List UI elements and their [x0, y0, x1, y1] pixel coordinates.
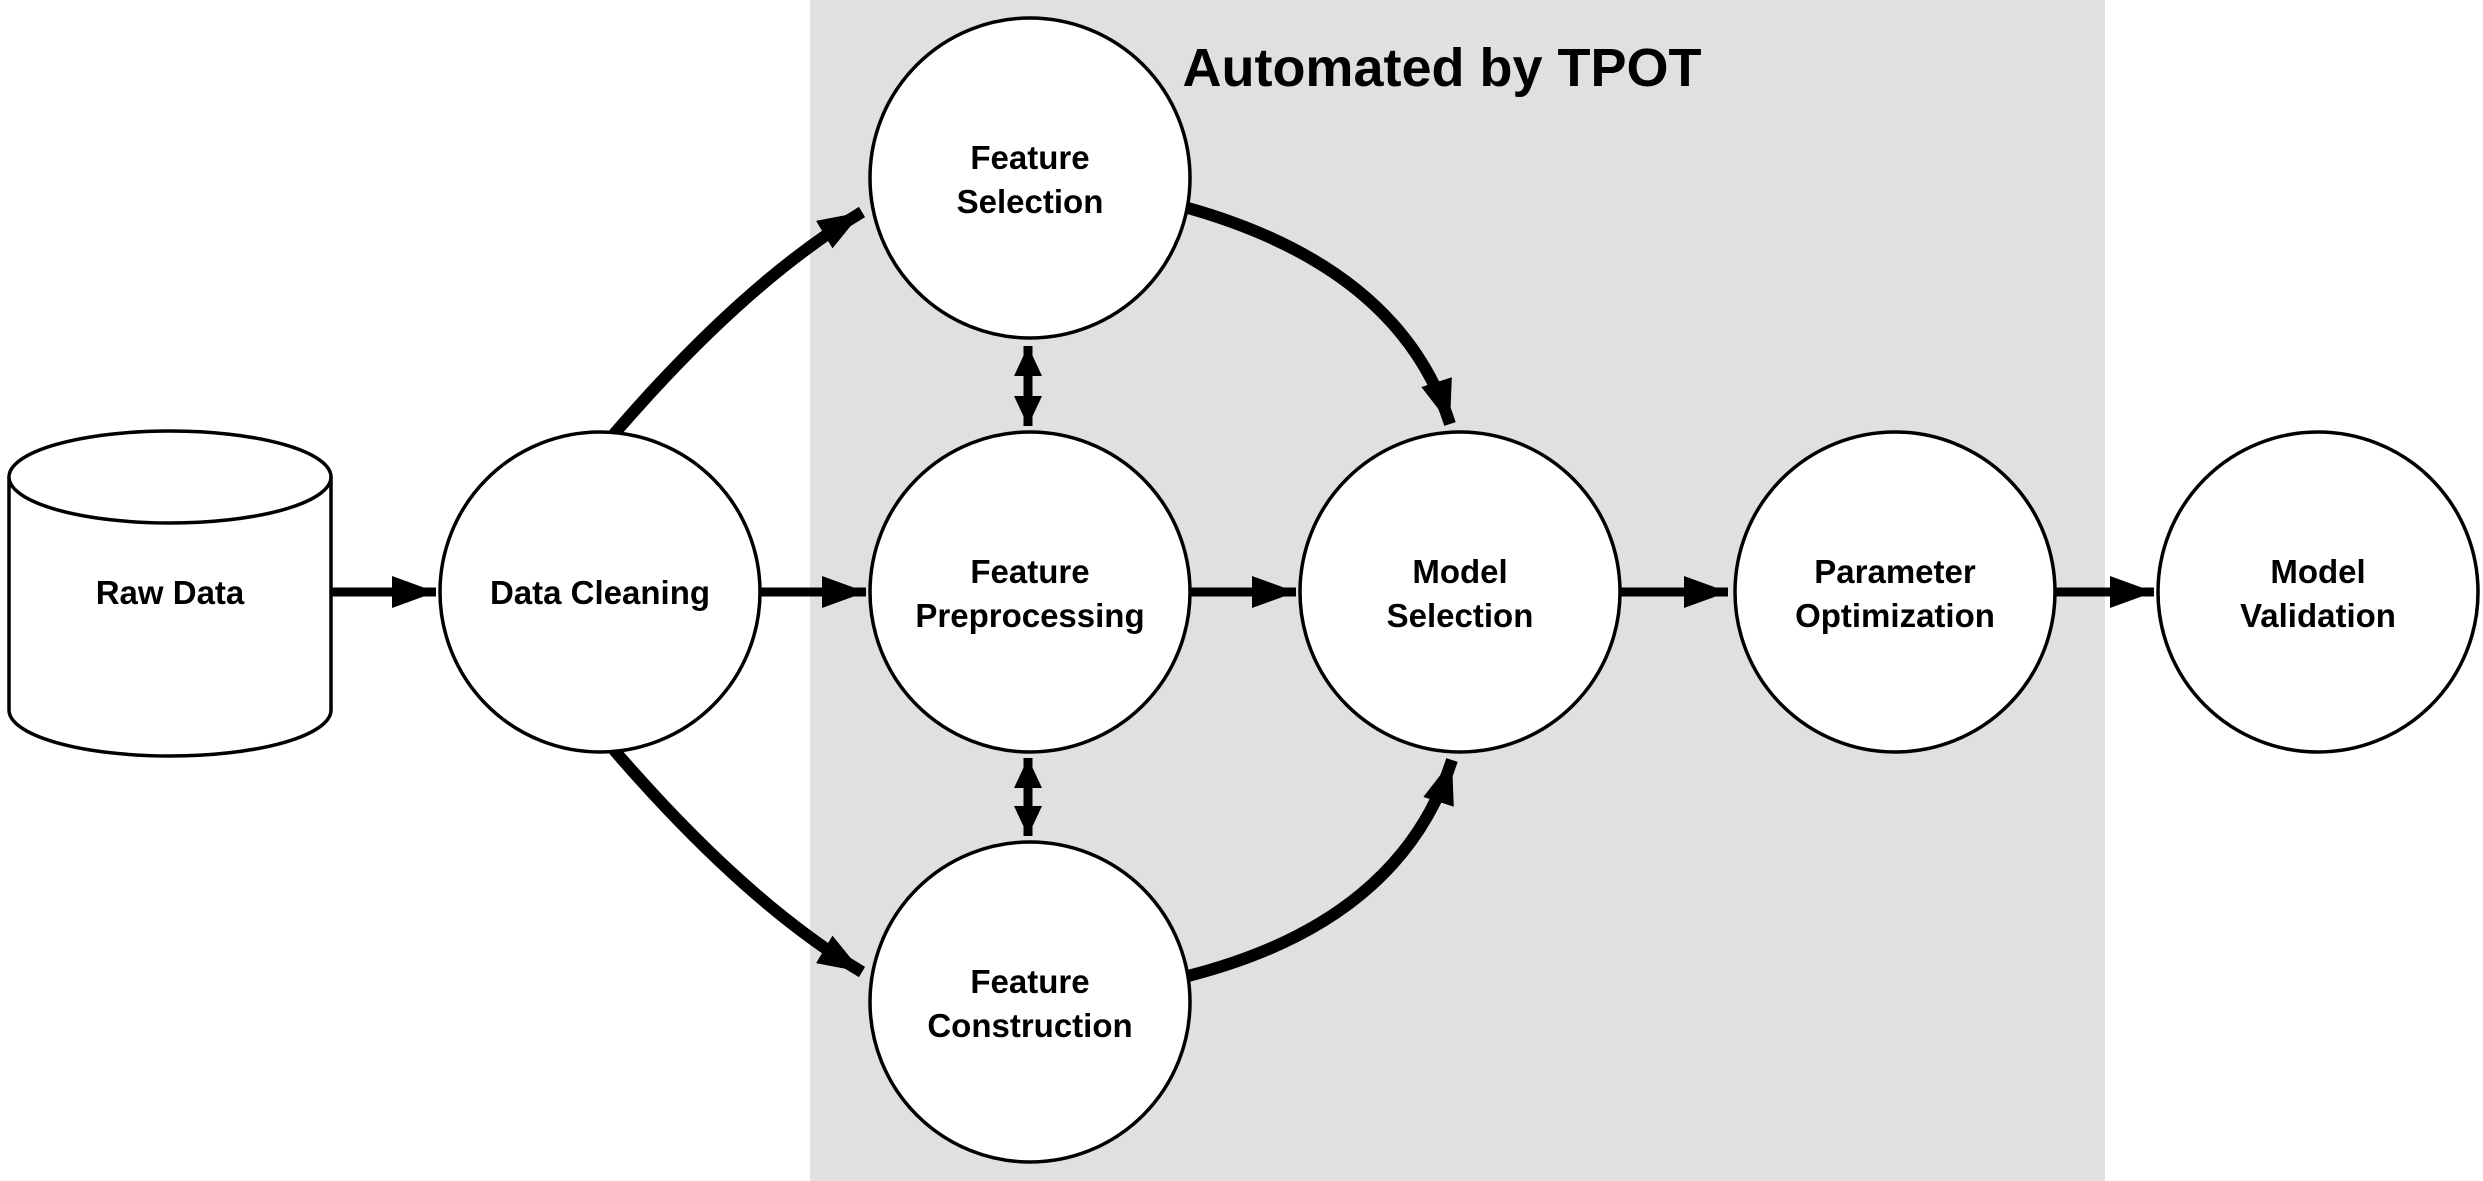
- edge-data-cleaning-to-feature-construction: [609, 746, 866, 978]
- node-label-line1: Model: [2270, 553, 2365, 590]
- node-label-line1: Feature: [970, 139, 1089, 176]
- node-label-line1: Feature: [970, 963, 1089, 1000]
- node-label: Raw Data: [96, 574, 245, 611]
- node-label-line2: Selection: [957, 183, 1104, 220]
- node-label-line1: Parameter: [1814, 553, 1976, 590]
- node-label: Data Cleaning: [490, 574, 710, 611]
- node-feature-selection: Feature Selection: [868, 16, 1192, 340]
- node-label-line2: Optimization: [1795, 597, 1995, 634]
- node-circle: [868, 430, 1192, 754]
- node-feature-construction: Feature Construction: [868, 840, 1192, 1164]
- node-circle: [1298, 430, 1622, 754]
- node-circle: [438, 430, 762, 754]
- node-label-line1: Feature: [970, 553, 1089, 590]
- cylinder-body: [7, 477, 333, 758]
- edge-data-cleaning-to-feature-selection: [609, 206, 866, 438]
- node-label-line1: Model: [1412, 553, 1507, 590]
- diagram-title: Automated by TPOT: [1182, 38, 1701, 98]
- node-data-cleaning: Data Cleaning: [438, 430, 762, 754]
- node-label-line2: Selection: [1387, 597, 1534, 634]
- node-model-selection: Model Selection: [1298, 430, 1622, 754]
- node-model-validation: Model Validation: [2156, 430, 2480, 754]
- node-circle: [1733, 430, 2057, 754]
- edges: [331, 202, 2154, 982]
- cylinder-top: [7, 429, 333, 525]
- node-feature-preprocessing: Feature Preprocessing: [868, 430, 1192, 754]
- node-parameter-optimization: Parameter Optimization: [1733, 430, 2057, 754]
- edge-feature-selection-to-model-selection: [1186, 202, 1456, 426]
- node-label-line2: Construction: [927, 1007, 1132, 1044]
- node-label-line2: Validation: [2240, 597, 2396, 634]
- node-circle: [868, 840, 1192, 1164]
- node-circle: [2156, 430, 2480, 754]
- node-raw-data: Raw Data: [7, 429, 333, 758]
- node-circle: [868, 16, 1192, 340]
- node-label-line2: Preprocessing: [915, 597, 1144, 634]
- edge-feature-construction-to-model-selection: [1186, 758, 1458, 982]
